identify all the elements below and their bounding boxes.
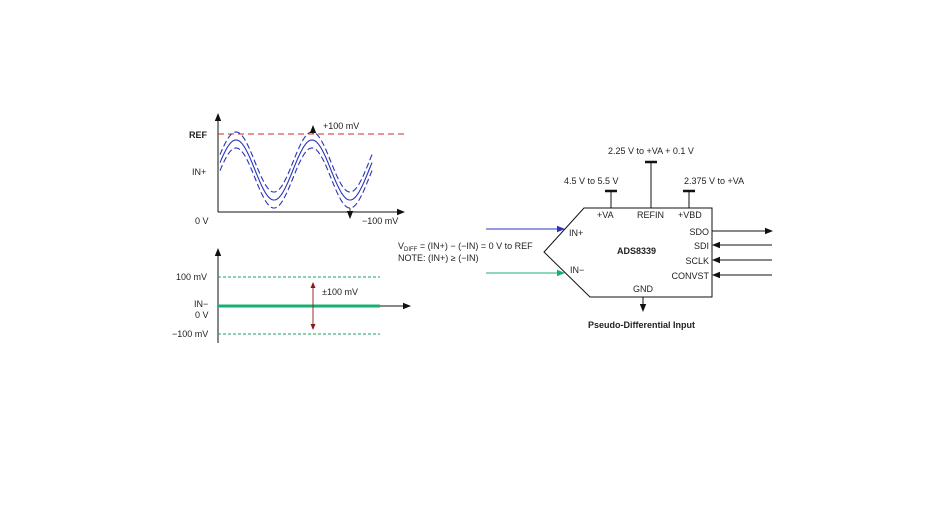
peak-label: +100 mV xyxy=(323,121,359,131)
pin-sdi-label: SDI xyxy=(694,241,709,251)
swing-label: ±100 mV xyxy=(322,287,358,297)
pin-va-label: +VA xyxy=(597,210,614,220)
ref-label: REF xyxy=(189,130,208,140)
in-plus-wave-lower xyxy=(219,147,373,209)
pin-convst-label: CONVST xyxy=(671,271,709,281)
in-plus-wave-upper xyxy=(219,131,373,193)
pin-in-minus-label: IN− xyxy=(570,265,584,275)
supply-refin-label: 2.25 V to +VA + 0.1 V xyxy=(608,146,694,156)
top-plot: REF IN+ 0 V +100 mV −100 mV xyxy=(189,113,406,226)
bottom-plot: 100 mV IN− 0 V −100 mV ±100 mV xyxy=(172,248,411,343)
vdiff-equation: VDIFF = (IN+) − (−IN) = 0 V to REF xyxy=(398,241,533,253)
supply-vbd-label: 2.375 V to +VA xyxy=(684,176,744,186)
equations: VDIFF = (IN+) − (−IN) = 0 V to REF NOTE:… xyxy=(398,241,533,263)
trough-label: −100 mV xyxy=(362,216,398,226)
in-plus-axis-label: IN+ xyxy=(192,167,206,177)
caption: Pseudo-Differential Input xyxy=(588,320,695,330)
top-zero-label: 0 V xyxy=(195,216,209,226)
pin-in-plus-label: IN+ xyxy=(569,228,583,238)
pin-refin-label: REFIN xyxy=(637,210,664,220)
chip-body xyxy=(543,207,713,298)
in-plus-wave-center xyxy=(219,139,373,201)
supply-va-label: 4.5 V to 5.5 V xyxy=(564,176,619,186)
in-minus-axis-label: IN− xyxy=(194,299,208,309)
pin-sdo-label: SDO xyxy=(689,227,709,237)
upper-level-label: 100 mV xyxy=(176,272,207,282)
pin-vbd-label: +VBD xyxy=(678,210,702,220)
bottom-zero-label: 0 V xyxy=(195,310,209,320)
adc-chip: 2.25 V to +VA + 0.1 V 4.5 V to 5.5 V 2.3… xyxy=(486,146,773,312)
pin-gnd-label: GND xyxy=(633,284,654,294)
lower-level-label: −100 mV xyxy=(172,329,208,339)
pin-sclk-label: SCLK xyxy=(685,256,709,266)
chip-name: ADS8339 xyxy=(617,246,656,256)
note-equation: NOTE: (IN+) ≥ (−IN) xyxy=(398,253,478,263)
